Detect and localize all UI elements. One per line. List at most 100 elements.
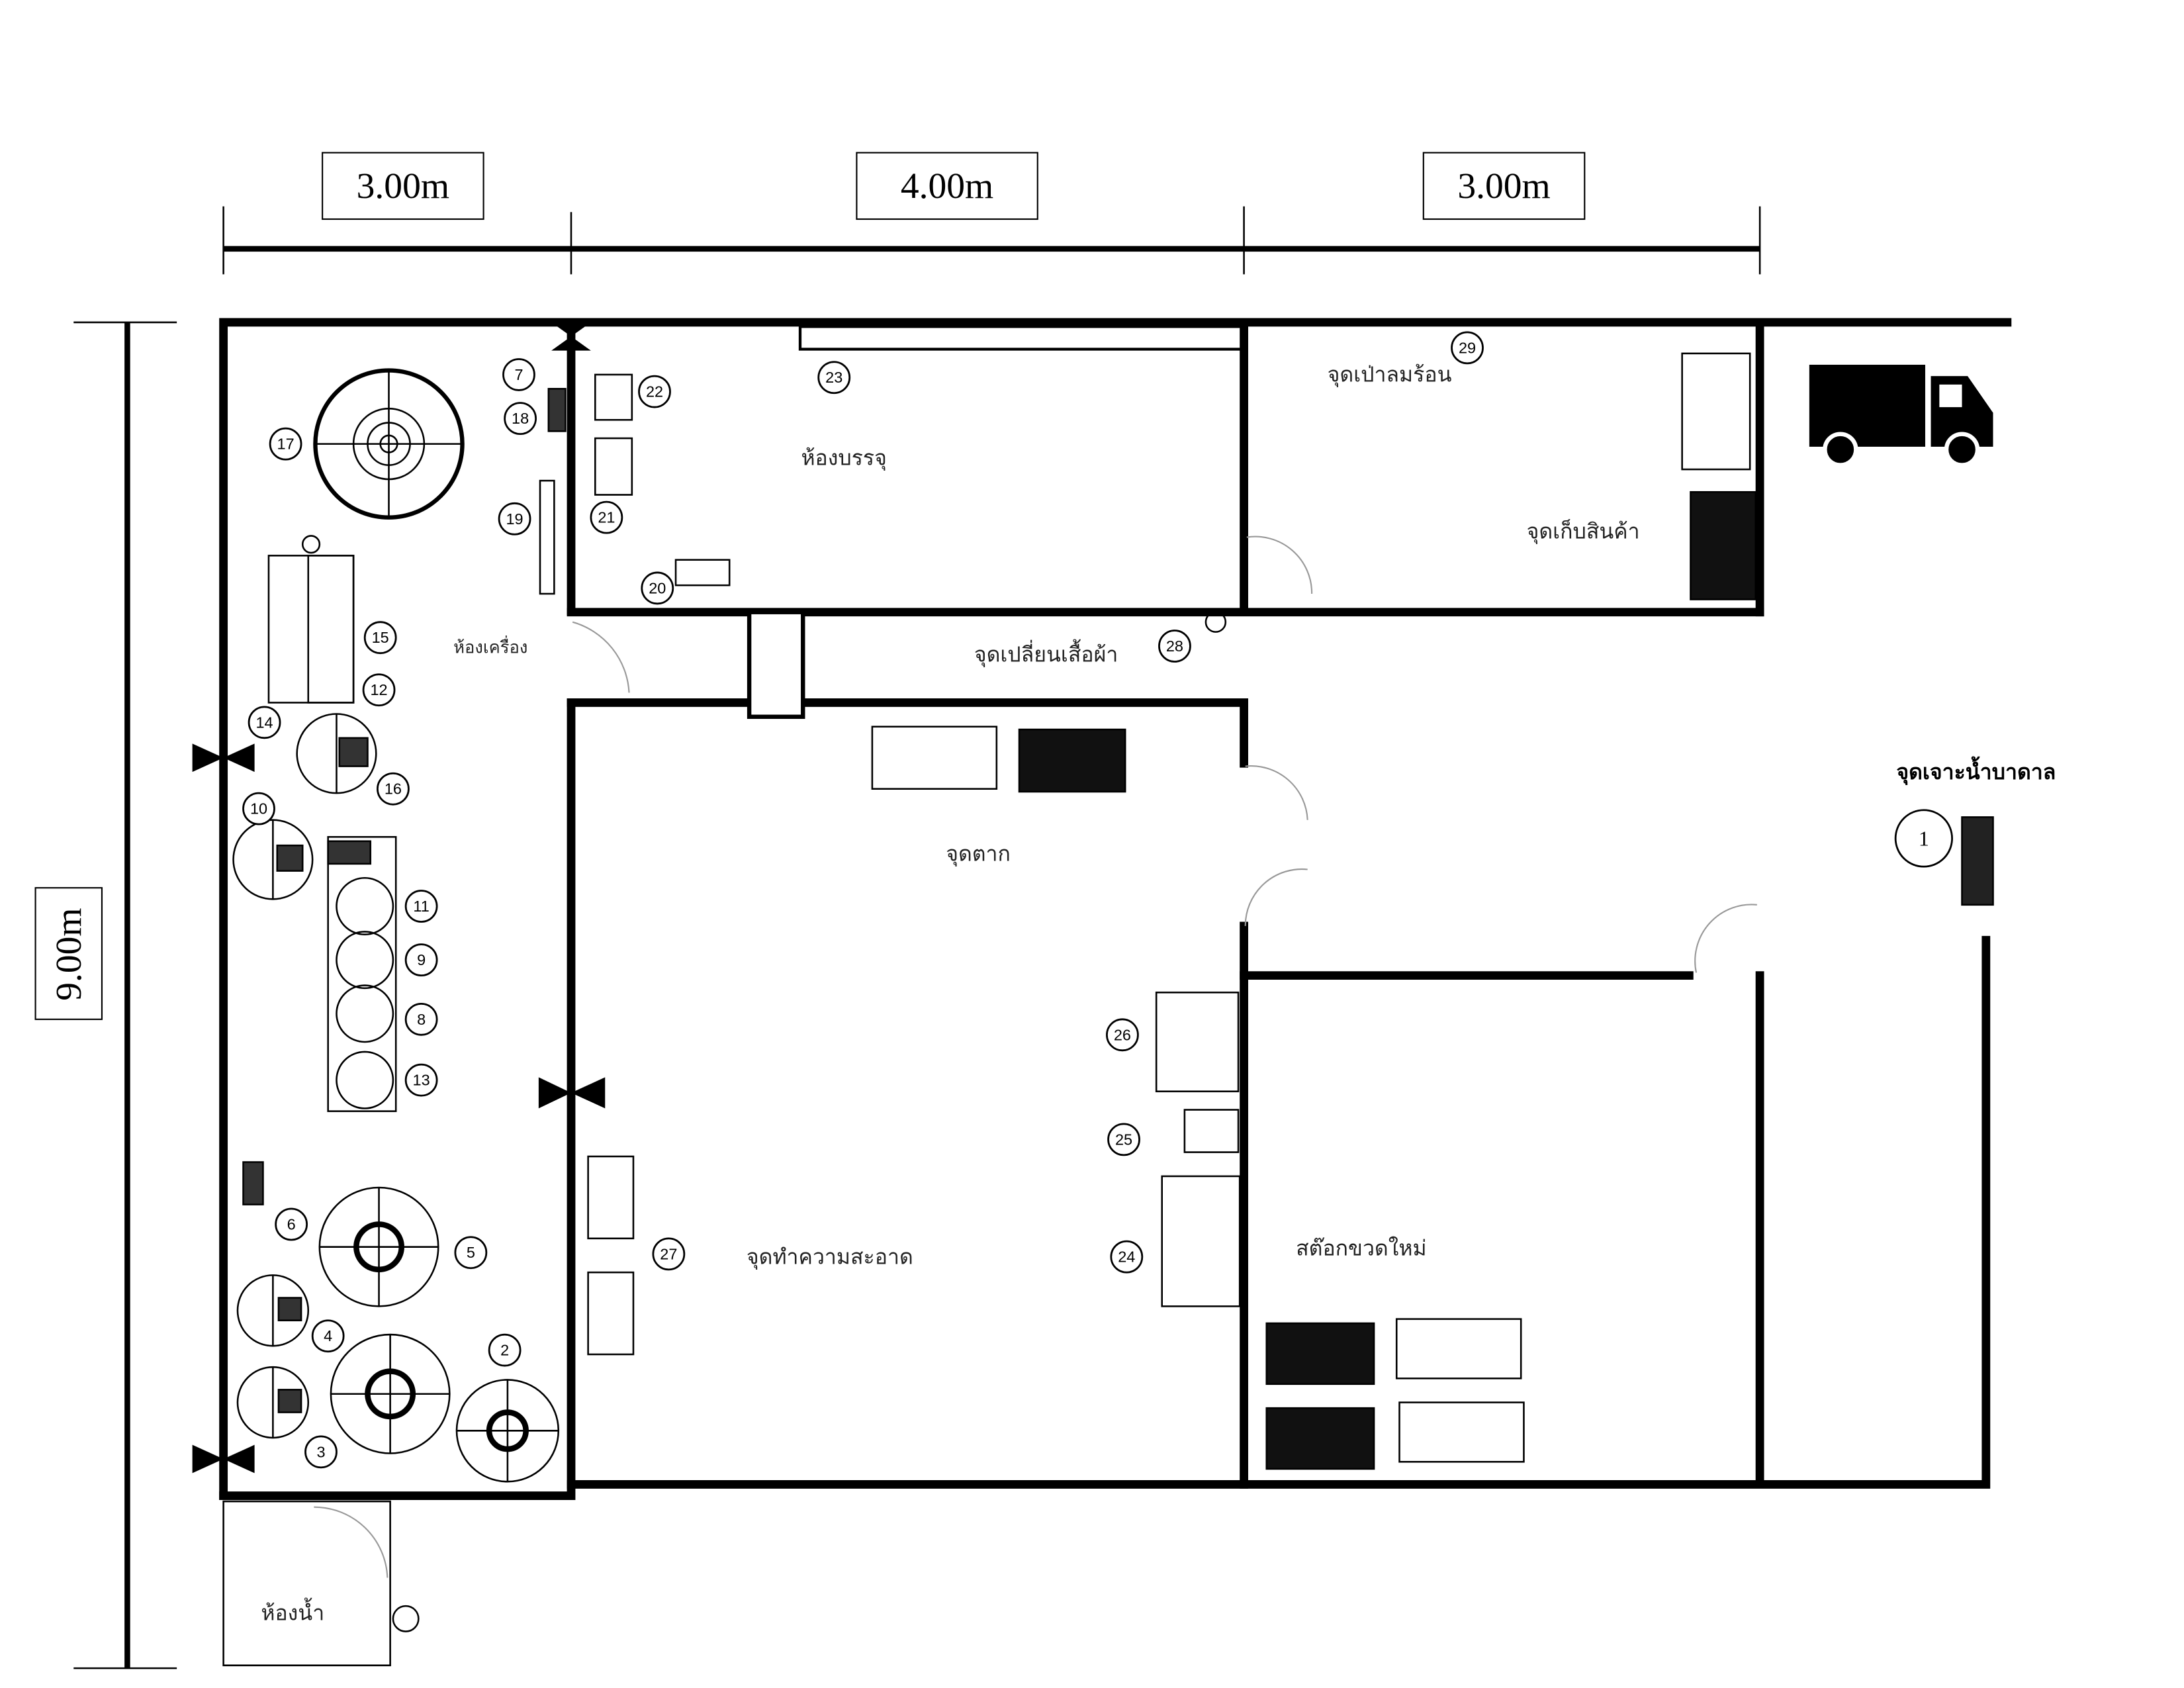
marker-5: 5 bbox=[454, 1236, 488, 1270]
washer-26 bbox=[1155, 991, 1240, 1093]
marker-circle bbox=[269, 427, 302, 461]
tank-5 bbox=[318, 1186, 439, 1307]
label-cleaning-point: จุดทำความสะอาด bbox=[747, 1244, 913, 1270]
bottle-rack bbox=[1398, 1401, 1525, 1463]
marker-circle bbox=[488, 1333, 522, 1367]
marker-circle bbox=[404, 1002, 438, 1036]
sink-27b bbox=[587, 1271, 635, 1356]
marker-17: 17 bbox=[269, 427, 302, 461]
crate-stack bbox=[1018, 728, 1126, 793]
marker-circle bbox=[363, 621, 397, 655]
marker-20: 20 bbox=[641, 571, 674, 605]
marker-circle bbox=[454, 1236, 488, 1270]
marker-circle bbox=[404, 890, 438, 923]
crate-stack bbox=[1690, 491, 1756, 600]
pump-10 bbox=[232, 819, 314, 900]
marker-21: 21 bbox=[590, 500, 623, 534]
marker-circle bbox=[817, 361, 851, 395]
pump-6 bbox=[242, 1161, 264, 1205]
marker-10: 10 bbox=[242, 792, 275, 825]
marker-number: 14 bbox=[255, 714, 273, 731]
truck-icon bbox=[1809, 365, 1993, 467]
tank-3 bbox=[330, 1333, 451, 1454]
filter-19 bbox=[539, 479, 555, 595]
marker-15: 15 bbox=[363, 621, 397, 655]
toilet bbox=[392, 1605, 420, 1632]
marker-circle bbox=[1110, 1240, 1144, 1274]
marker-number: 16 bbox=[385, 780, 402, 798]
dimension-label: 9.00m bbox=[49, 908, 89, 1000]
marker-circle bbox=[638, 375, 671, 408]
marker-circle bbox=[652, 1237, 686, 1271]
marker-number: 23 bbox=[825, 369, 842, 386]
bottle-rack bbox=[1395, 1318, 1522, 1380]
marker-circle bbox=[1158, 630, 1191, 663]
marker-number: 21 bbox=[598, 509, 615, 526]
marker-28: 28 bbox=[1158, 630, 1191, 663]
marker-number: 2 bbox=[500, 1342, 509, 1359]
label-new-bottle-stock: สต๊อกขวดใหม่ bbox=[1296, 1235, 1426, 1260]
marker-number: 12 bbox=[370, 681, 387, 698]
marker-number: 27 bbox=[660, 1245, 677, 1262]
marker-circle bbox=[404, 1063, 438, 1097]
pump-3b bbox=[236, 1366, 310, 1439]
marker-number: 7 bbox=[514, 366, 523, 383]
marker-circle bbox=[498, 502, 531, 536]
marker-9: 9 bbox=[404, 943, 438, 977]
room-labels: ห้องบรรจุ ห้องเครื่อง จุดเป่าลมร้อน จุดเ… bbox=[261, 362, 2056, 1626]
filters bbox=[327, 836, 397, 1112]
marker-circle bbox=[362, 673, 396, 707]
marker-number: 20 bbox=[649, 579, 666, 596]
marker-number: 11 bbox=[413, 898, 429, 915]
marker-number: 8 bbox=[417, 1011, 426, 1028]
marker-circle bbox=[1451, 331, 1484, 365]
marker-circle bbox=[1106, 1018, 1139, 1052]
equipment-markers: 1234567891011121314151617181920212223242… bbox=[242, 331, 1953, 1469]
marker-circle bbox=[590, 500, 623, 534]
marker-number: 26 bbox=[1114, 1026, 1131, 1043]
filler-22 bbox=[594, 373, 633, 421]
top-dimension: 3.00m 4.00m 3.00m bbox=[222, 152, 1761, 275]
marker-14: 14 bbox=[248, 706, 281, 739]
marker-8: 8 bbox=[404, 1002, 438, 1036]
dimension-label: 3.00m bbox=[1457, 166, 1550, 207]
pump-16 bbox=[296, 713, 377, 794]
washbasin-28 bbox=[1205, 611, 1227, 633]
marker-circle bbox=[311, 1319, 345, 1353]
dimension-label: 3.00m bbox=[357, 166, 449, 207]
label-drying-point: จุดตาก bbox=[946, 841, 1011, 867]
marker-circle bbox=[641, 571, 674, 605]
marker-7: 7 bbox=[502, 358, 535, 391]
tank-2 bbox=[455, 1379, 560, 1483]
left-dimension: 9.00m bbox=[34, 321, 177, 1669]
marker-4: 4 bbox=[311, 1319, 345, 1353]
crate-stack bbox=[1265, 1407, 1375, 1470]
marker-circle bbox=[1894, 809, 1953, 868]
marker-circle bbox=[248, 706, 281, 739]
marker-3: 3 bbox=[304, 1435, 338, 1469]
marker-circle bbox=[304, 1435, 338, 1469]
bottle-rack bbox=[1681, 352, 1751, 471]
marker-circle bbox=[377, 772, 410, 806]
bottle-rack bbox=[871, 726, 998, 790]
marker-circle bbox=[504, 402, 537, 436]
marker-circle bbox=[275, 1207, 308, 1241]
pump-4 bbox=[236, 1274, 310, 1347]
marker-number: 29 bbox=[1459, 339, 1476, 356]
pump-18 bbox=[547, 388, 567, 432]
label-changing-point: จุดเปลี่ยนเสื้อผ้า bbox=[974, 639, 1118, 667]
marker-29: 29 bbox=[1451, 331, 1484, 365]
marker-circle bbox=[502, 358, 535, 391]
marker-number: 19 bbox=[506, 510, 523, 528]
window-symbols bbox=[192, 322, 606, 1474]
marker-22: 22 bbox=[638, 375, 671, 408]
marker-13: 13 bbox=[404, 1063, 438, 1097]
marker-27: 27 bbox=[652, 1237, 686, 1271]
marker-11: 11 bbox=[404, 890, 438, 923]
label-groundwater-well: จุดเจาะน้ำบาดาล bbox=[1896, 756, 2056, 786]
marker-circle bbox=[242, 792, 275, 825]
marker-23: 23 bbox=[817, 361, 851, 395]
marker-26: 26 bbox=[1106, 1018, 1139, 1052]
filler-21 bbox=[594, 437, 633, 496]
